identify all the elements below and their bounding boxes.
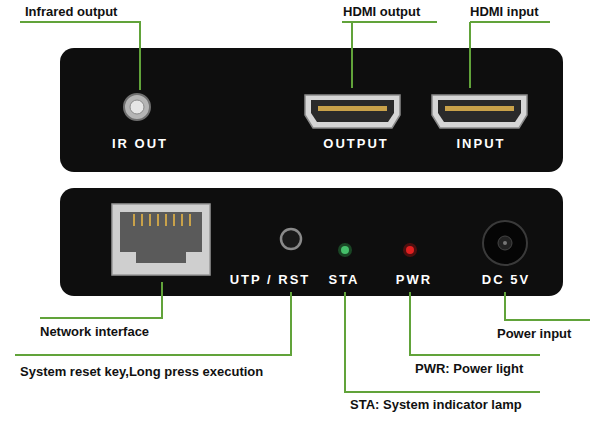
device-panel: UTP / RST STA PWR DC 5V xyxy=(60,188,563,296)
leader-line xyxy=(15,292,291,355)
leader-line xyxy=(20,22,140,90)
callout-label: Infrared output xyxy=(25,4,117,19)
port-label: UTP / RST xyxy=(230,272,311,287)
hdmi-port xyxy=(432,95,527,128)
hdmi-slot xyxy=(438,100,521,122)
leader-line xyxy=(410,292,540,355)
callout-label: Network interface xyxy=(40,324,149,339)
callout-label: HDMI output xyxy=(343,4,420,19)
rj45-contacts xyxy=(134,214,190,226)
front-panel xyxy=(60,48,563,172)
hdmi-port xyxy=(305,95,400,128)
led-glow xyxy=(338,243,352,257)
leader-line xyxy=(40,282,162,318)
hdmi-pins xyxy=(445,106,514,111)
status-led xyxy=(341,246,349,254)
callout-label: STA: System indicator lamp xyxy=(350,397,522,412)
rj45-jack xyxy=(112,204,210,275)
leader-line xyxy=(470,22,550,88)
dc-jack-hole xyxy=(498,236,512,250)
port-label: IR OUT xyxy=(112,136,168,151)
callout-label: Power input xyxy=(497,326,571,341)
reset-button xyxy=(281,229,301,249)
leader-line xyxy=(505,292,590,320)
dc-jack xyxy=(483,221,527,265)
dc-jack-pin xyxy=(503,241,507,245)
device-panel: IR OUT OUTPUT INPUT xyxy=(60,48,563,172)
power-led xyxy=(406,246,414,254)
hdmi-pins xyxy=(318,106,387,111)
port-label: PWR xyxy=(396,272,432,287)
callout-label: PWR: Power light xyxy=(415,361,523,376)
leader-line xyxy=(342,22,437,88)
ir-jack xyxy=(124,94,150,120)
port-label: INPUT xyxy=(457,136,506,151)
ir-jack-hole xyxy=(130,100,144,114)
rear-panel xyxy=(60,188,563,296)
callout-label: System reset key,Long press execution xyxy=(20,364,263,379)
rj45-opening xyxy=(120,212,202,263)
port-label: DC 5V xyxy=(482,272,530,287)
port-label: STA xyxy=(328,272,359,287)
leader-line xyxy=(345,292,540,392)
port-label: OUTPUT xyxy=(323,136,388,151)
callout-label: HDMI input xyxy=(470,4,539,19)
led-glow xyxy=(403,243,417,257)
hdmi-slot xyxy=(311,100,394,122)
